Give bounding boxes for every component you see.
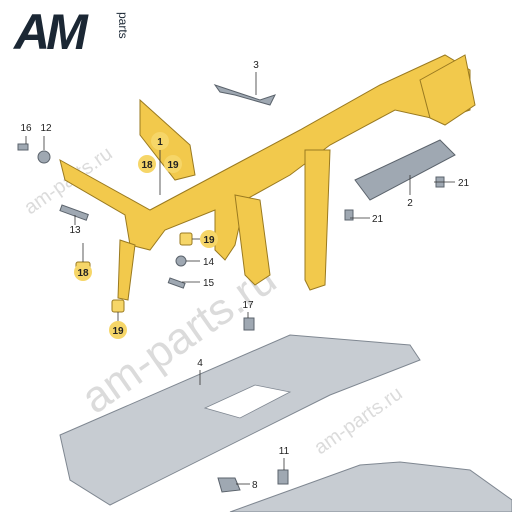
label-13: 13 xyxy=(69,225,81,236)
label-2: 2 xyxy=(407,198,413,209)
label-21b: 21 xyxy=(372,214,384,225)
label-21a: 21 xyxy=(458,178,470,189)
part-19-clip xyxy=(111,299,125,313)
callout-bubble-1 xyxy=(151,132,169,150)
label-14: 14 xyxy=(203,257,215,268)
part-11-clip xyxy=(277,469,289,485)
callout-bubble-19c xyxy=(109,321,127,339)
part-21-screw-b xyxy=(344,209,354,221)
label-8: 8 xyxy=(252,480,258,491)
part-12-clip xyxy=(37,150,51,164)
label-18a: 18 xyxy=(141,160,153,171)
label-19a: 19 xyxy=(167,160,179,171)
label-18b: 18 xyxy=(77,268,89,279)
lower-cover-panel xyxy=(229,461,512,512)
right-end-bracket xyxy=(419,54,476,126)
am-parts-logo: AM parts xyxy=(14,4,144,60)
part-13-stud xyxy=(59,204,89,221)
part-16-bolt xyxy=(17,143,29,151)
cover-panel-4 xyxy=(59,334,421,506)
label-16: 16 xyxy=(20,123,32,134)
part-19-nut xyxy=(179,232,193,246)
callout-bubble-19b xyxy=(200,230,218,248)
label-19b: 19 xyxy=(203,235,215,246)
label-11: 11 xyxy=(279,446,290,457)
bracket-3 xyxy=(213,84,276,106)
part-8-clip xyxy=(217,477,241,493)
label-1: 1 xyxy=(157,137,163,148)
callout-bubble-18b xyxy=(74,263,92,281)
bracket-2 xyxy=(354,139,456,201)
part-17-screw xyxy=(243,317,255,331)
label-3: 3 xyxy=(253,60,259,71)
logo-brand: AM xyxy=(14,4,88,60)
callout-bubble-19a xyxy=(164,155,182,173)
label-19c: 19 xyxy=(112,326,124,337)
callout-bubble-18a xyxy=(138,155,156,173)
label-12: 12 xyxy=(40,123,52,134)
crossbeam-frame-1 xyxy=(59,54,471,261)
label-17: 17 xyxy=(242,300,254,311)
label-15: 15 xyxy=(203,278,215,289)
part-15-bolt xyxy=(167,277,186,289)
center-right-strut xyxy=(304,149,331,291)
leader-lines xyxy=(25,72,455,485)
label-4: 4 xyxy=(197,358,203,369)
part-14-nut xyxy=(175,255,187,267)
center-left-strut xyxy=(234,194,271,286)
left-leg xyxy=(117,239,136,301)
cover-opening xyxy=(203,384,292,419)
